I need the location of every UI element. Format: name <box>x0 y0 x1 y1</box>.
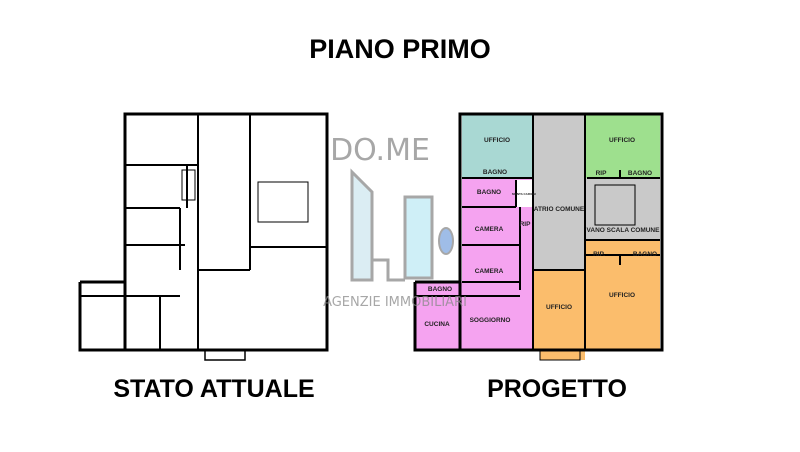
room-label-rip-green: RIP <box>596 170 608 177</box>
room-label-ufficio-orange-right: UFFICIO <box>609 292 635 299</box>
room-label-camera-2: CAMERA <box>475 268 504 275</box>
room-label-bagno-teal: BAGNO <box>483 169 507 176</box>
room-label-ufficio-teal: UFFICIO <box>484 137 510 144</box>
plan-progetto: UFFICIO BAGNO UFFICIO RIP BAGNO BAGNO CAMERA RI… <box>413 112 664 361</box>
caption-stato-attuale: STATO ATTUALE <box>113 375 315 403</box>
caption-progetto: PROGETTO <box>487 375 627 403</box>
room-label-camera-1: CAMERA <box>475 226 504 233</box>
stairs-icon <box>539 184 636 361</box>
room-fill-gray <box>585 178 660 240</box>
room-label-montacarichi: MONTA CARICHI <box>512 192 536 196</box>
watermark-logo: DO.ME AGENZIE IMMOBILIARI <box>323 133 467 310</box>
room-fill-orange <box>540 350 585 360</box>
room-fill-teal <box>462 115 533 178</box>
room-label-bagno-orange: BAGNO <box>633 251 657 258</box>
room-label-rip-orange: RIP. <box>593 251 605 258</box>
room-label-vano-scala: VANO SCALA COMUNE <box>587 227 661 234</box>
page-title: PIANO PRIMO <box>309 34 491 64</box>
stairs-icon <box>181 169 309 223</box>
watermark-tagline: AGENZIE IMMOBILIARI <box>323 295 467 310</box>
room-label-cucina: CUCINA <box>424 321 450 328</box>
room-label-ufficio-orange-left: UFFICIO <box>546 304 572 311</box>
room-fill-pink <box>415 282 462 350</box>
room-label-atrio: ATRIO COMUNE <box>534 206 585 213</box>
room-label-soggiorno: SOGGIORNO <box>470 317 511 324</box>
watermark-brand: DO.ME <box>330 133 430 168</box>
room-label-bagno-green: BAGNO <box>628 170 652 177</box>
room-fill-orange <box>533 270 585 350</box>
plan-stato-attuale <box>78 112 329 361</box>
room-label-bagno-annex: BAGNO <box>428 286 452 293</box>
room-label-bagno-pink: BAGNO <box>477 189 501 196</box>
room-fill-green <box>585 115 660 178</box>
room-fill-gray <box>533 115 585 270</box>
room-fill-orange <box>585 240 660 350</box>
room-label-ufficio-green: UFFICIO <box>609 137 635 144</box>
room-label-rip-pink: RIP <box>520 221 532 228</box>
